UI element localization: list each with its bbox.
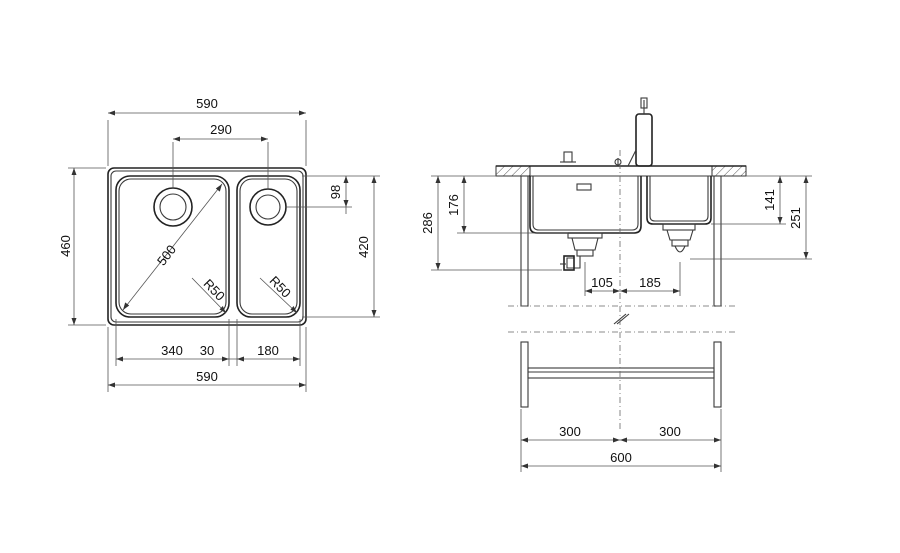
dim-radius-small: R50 [259, 273, 298, 314]
small-bowl-drain-inner [255, 194, 281, 220]
dim-drain-offsets: 105 185 [584, 262, 681, 296]
dim-label-depth-large: 176 [446, 194, 461, 216]
dim-label-drain-offset: 98 [328, 185, 343, 199]
dim-label-cabinet-half-right: 300 [659, 424, 681, 439]
overflow-slot [576, 183, 592, 191]
dim-label-depth-small: 141 [762, 189, 777, 211]
dim-label-outer-width-bottom: 590 [196, 369, 218, 384]
dim-bowl-height: 420 [302, 175, 380, 318]
dim-label-height: 460 [58, 235, 73, 257]
dim-drain-offset: 98 [286, 176, 352, 214]
dim-label-offset-right: 185 [639, 275, 661, 290]
worktop-left [495, 165, 531, 177]
cabinet-wall-right-top [713, 175, 722, 307]
top-view: 590 290 460 420 [58, 96, 380, 392]
dim-bowl-centers: 290 [172, 122, 269, 189]
large-bowl-outline [115, 175, 230, 318]
small-drain [662, 223, 696, 253]
dim-label-offset-left: 105 [591, 275, 613, 290]
dim-label-outer-width-top: 590 [196, 96, 218, 111]
side-small-bowl [646, 176, 712, 225]
worktop-right [711, 165, 747, 177]
side-view: 286 176 141 251 [420, 97, 812, 472]
dim-label-divider-width: 30 [200, 343, 214, 358]
dim-label-cabinet-width: 600 [610, 450, 632, 465]
dim-label-large-bowl-width: 340 [161, 343, 183, 358]
cabinet-wall-right-bottom [713, 341, 722, 408]
side-large-bowl [529, 176, 642, 234]
large-bowl-drain-inner [159, 193, 187, 221]
dim-bottom-chain: 340 30 180 [115, 319, 301, 366]
cabinet-wall-left-top [520, 175, 529, 307]
dim-label-small-bowl-width: 180 [257, 343, 279, 358]
cabinet-wall-left-bottom [520, 341, 529, 408]
large-bowl-inner [118, 178, 227, 315]
small-bowl-outline [236, 175, 301, 318]
dim-label-bowl-centers: 290 [210, 122, 232, 137]
sink-outline [107, 167, 307, 326]
cabinet-shelf [527, 367, 715, 379]
dim-depth-small: 141 [711, 175, 812, 225]
dim-label-diagonal: 500 [154, 242, 179, 268]
dim-label-depth-small-total: 251 [788, 207, 803, 229]
dim-label-depth-total: 286 [420, 212, 435, 234]
large-drain-trap [560, 232, 603, 271]
dim-label-cabinet-half-left: 300 [559, 424, 581, 439]
dim-cabinet-width: 600 [520, 446, 722, 472]
dim-label-bowl-height: 420 [356, 236, 371, 258]
dim-depth-small-total: 251 [690, 176, 812, 260]
dim-outer-width-top: 590 [107, 96, 307, 166]
overflow-knob [563, 151, 573, 163]
dim-cabinet-halves: 300 300 [520, 409, 722, 446]
dim-depth-total: 286 [420, 175, 562, 271]
small-bowl-inner [239, 178, 298, 315]
dim-radius-large: R50 [191, 276, 228, 314]
dim-label-radius-large: R50 [201, 276, 228, 304]
sink-outline-inner [110, 170, 304, 323]
dim-outer-width-bottom: 590 [107, 327, 307, 392]
dim-depth-large: 176 [446, 176, 568, 234]
small-bowl-drain-outer [249, 188, 287, 226]
dim-label-radius-small: R50 [267, 273, 294, 301]
tap [614, 97, 653, 167]
dim-height: 460 [58, 167, 106, 326]
